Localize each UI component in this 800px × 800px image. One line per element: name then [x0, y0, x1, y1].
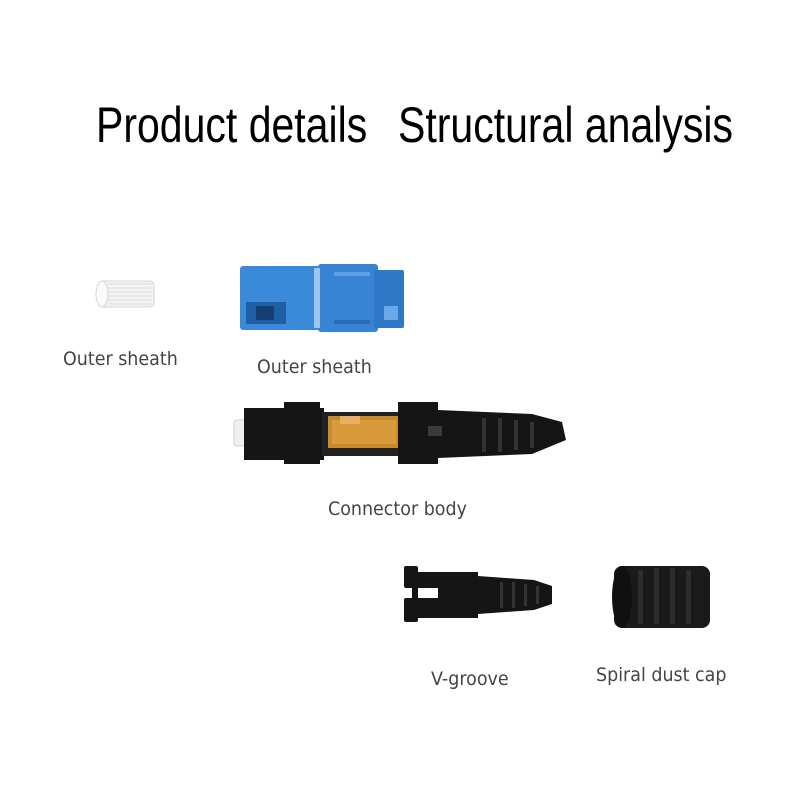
spiral-dust-cap-label: Spiral dust cap: [596, 664, 727, 686]
v-groove-image: [404, 566, 552, 622]
connector-body-image: [233, 402, 566, 464]
connector-body-label: Connector body: [328, 498, 467, 520]
v-groove-label: V-groove: [431, 668, 509, 690]
tail-sleeve-image: [95, 280, 155, 308]
structural-analysis-heading: Structural analysis: [398, 97, 733, 153]
product-details-heading: Product details: [96, 97, 368, 153]
outer-sheath-image: [240, 264, 404, 332]
tail-sleeve-label: Outer sheath: [63, 348, 178, 370]
dust-cap-image: [612, 566, 710, 628]
outer-sheath-label: Outer sheath: [257, 356, 372, 378]
